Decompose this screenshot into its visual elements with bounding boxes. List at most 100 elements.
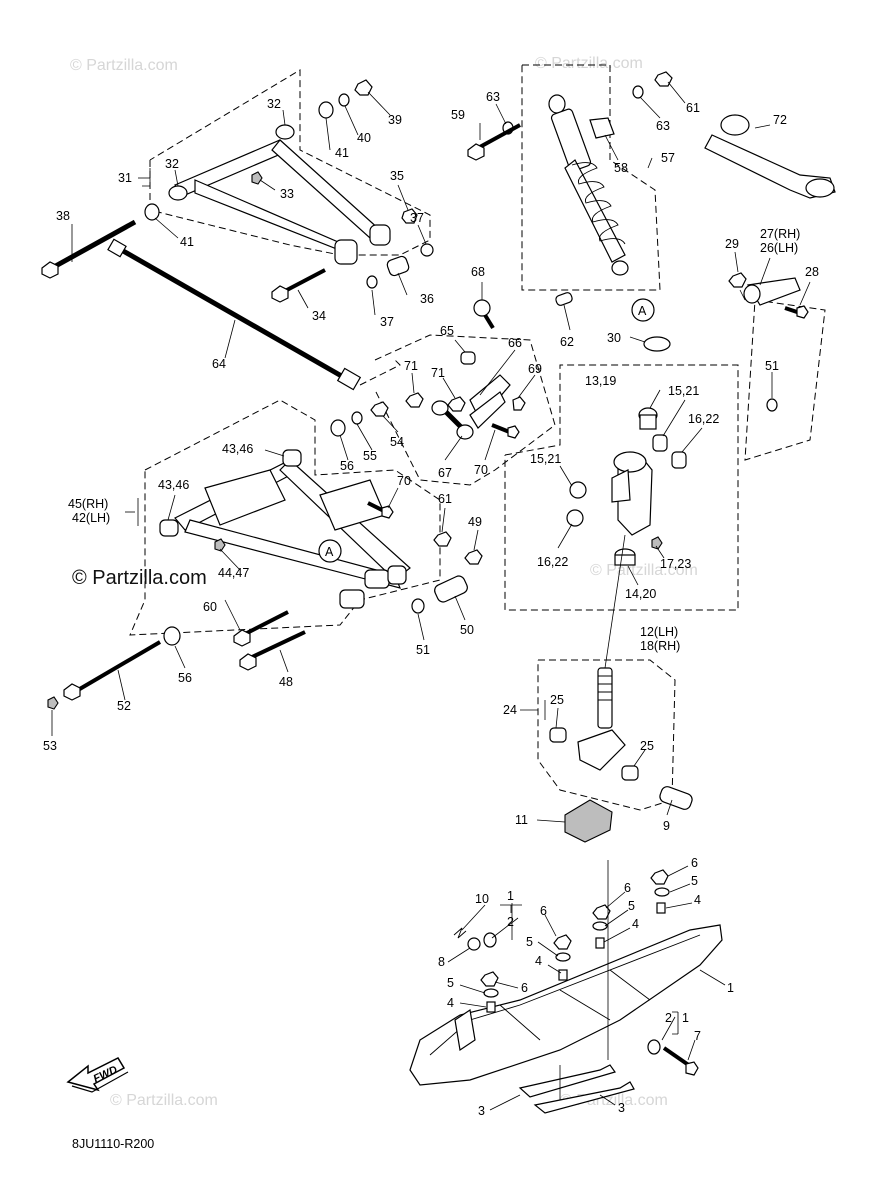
callout-7: 7 — [694, 1029, 701, 1043]
callout-labels: 1 1 1 2 2 3 3 4 4 4 4 5 5 5 5 6 6 6 6 7 … — [43, 90, 819, 1118]
bolt-38 — [41, 219, 137, 279]
callout-14-20: 14,20 — [625, 587, 656, 601]
nut-71-left — [405, 392, 424, 408]
callout-38: 38 — [56, 209, 70, 223]
forward-arrow-icon: FWD — [66, 1057, 129, 1093]
callout-45-rh: 45(RH) — [68, 497, 108, 511]
callout-51-left: 51 — [416, 643, 430, 657]
bushing-2-right — [647, 1039, 661, 1055]
callout-1-ski: 1 — [727, 981, 734, 995]
callout-10: 10 — [475, 892, 489, 906]
callout-6-right: 6 — [691, 856, 698, 870]
bushing-8 — [467, 937, 481, 951]
bushing-16-22-left — [566, 509, 584, 527]
bolt-70-arm — [367, 501, 394, 519]
shock-absorber-57 — [548, 94, 629, 276]
callout-58: 58 — [614, 161, 628, 175]
callout-51-right: 51 — [765, 359, 779, 373]
watermark-top-left: © Partzilla.com — [70, 57, 178, 74]
callout-15-21-right: 15,21 — [668, 384, 699, 398]
cap-30 — [643, 336, 671, 352]
grease-nipple-17-23 — [651, 536, 663, 550]
steering-damper-72 — [704, 114, 836, 199]
collar-65 — [460, 351, 476, 365]
bolt-28 — [784, 305, 809, 319]
callout-9: 9 — [663, 819, 670, 833]
bolt-59 — [467, 123, 521, 161]
callout-68: 68 — [471, 265, 485, 279]
bushing-25-right — [621, 765, 639, 781]
bushing-15-21-right — [652, 434, 668, 452]
callout-34: 34 — [312, 309, 326, 323]
diagram-code: 8JU1110-R200 — [72, 1137, 154, 1151]
callout-5-center: 5 — [526, 935, 533, 949]
callout-41-top: 41 — [335, 146, 349, 160]
bolt-48 — [239, 630, 306, 671]
group-outline-shock — [521, 64, 661, 291]
callout-31: 31 — [118, 171, 132, 185]
nut-49 — [464, 549, 483, 565]
collar-62 — [555, 292, 573, 306]
callout-71-left: 71 — [404, 359, 418, 373]
bushing-13-19 — [638, 407, 658, 430]
callout-44-47: 44,47 — [218, 566, 249, 580]
bolt-68 — [473, 299, 495, 330]
washer-56-top — [330, 419, 346, 437]
callout-2-left: 2 — [507, 915, 514, 929]
nut-35 — [401, 208, 418, 224]
callout-52: 52 — [117, 699, 131, 713]
callout-17-23: 17,23 — [660, 557, 691, 571]
group-outline-steering-knuckle — [537, 659, 676, 811]
nut-61-top — [654, 71, 673, 87]
callout-33: 33 — [280, 187, 294, 201]
link-plate-66 — [469, 374, 511, 429]
nut-6-mid — [592, 904, 611, 920]
callout-4-left: 4 — [447, 996, 454, 1010]
callout-48: 48 — [279, 675, 293, 689]
nut-6-center — [553, 934, 572, 950]
callout-61-top: 61 — [686, 101, 700, 115]
bushing-2-left — [483, 932, 497, 948]
callout-5-mid: 5 — [628, 899, 635, 913]
callout-49: 49 — [468, 515, 482, 529]
callout-5-right: 5 — [691, 874, 698, 888]
callout-42-lh: 42(LH) — [72, 511, 110, 525]
group-outline-upper-arm — [149, 69, 431, 256]
callout-56-top: 56 — [340, 459, 354, 473]
nut-71-right — [447, 396, 466, 412]
callout-64: 64 — [212, 357, 226, 371]
callout-39: 39 — [388, 113, 402, 127]
reference-a-arm-label: A — [325, 545, 334, 559]
arm-bracket-26-27 — [743, 277, 801, 306]
callout-11: 11 — [515, 813, 528, 827]
washer-51-left — [411, 598, 425, 614]
callout-13-19: 13,19 — [585, 374, 616, 388]
bolt-60 — [233, 610, 289, 647]
watermark-top-right: © Partzilla.com — [535, 55, 643, 72]
collar-9 — [659, 786, 693, 810]
callout-55: 55 — [363, 449, 377, 463]
rubber-damper-11 — [564, 799, 613, 843]
callout-72: 72 — [773, 113, 787, 127]
callout-71-right: 71 — [431, 366, 445, 380]
tie-rod-end-67 — [431, 400, 474, 440]
callout-2-right: 2 — [665, 1011, 672, 1025]
nut-69 — [512, 396, 526, 411]
callout-27-rh: 27(RH) — [760, 227, 800, 241]
callout-43-46-left: 43,46 — [158, 478, 189, 492]
callout-36: 36 — [420, 292, 434, 306]
callout-25-left: 25 — [550, 693, 564, 707]
callout-63-left: 63 — [486, 90, 500, 104]
callout-6-center: 6 — [540, 904, 547, 918]
stud-4-left — [486, 1001, 496, 1013]
callout-63-right: 63 — [656, 119, 670, 133]
group-outline-arm-bracket — [744, 299, 826, 461]
callout-37-lower: 37 — [380, 315, 394, 329]
spindle-housing-12-18 — [611, 451, 653, 536]
collar-50 — [434, 575, 468, 603]
bushing-32-top — [275, 124, 295, 140]
grease-nipple-33 — [251, 171, 263, 185]
watermark-main: © Partzilla.com — [72, 567, 207, 589]
washer-37-right — [420, 243, 434, 257]
